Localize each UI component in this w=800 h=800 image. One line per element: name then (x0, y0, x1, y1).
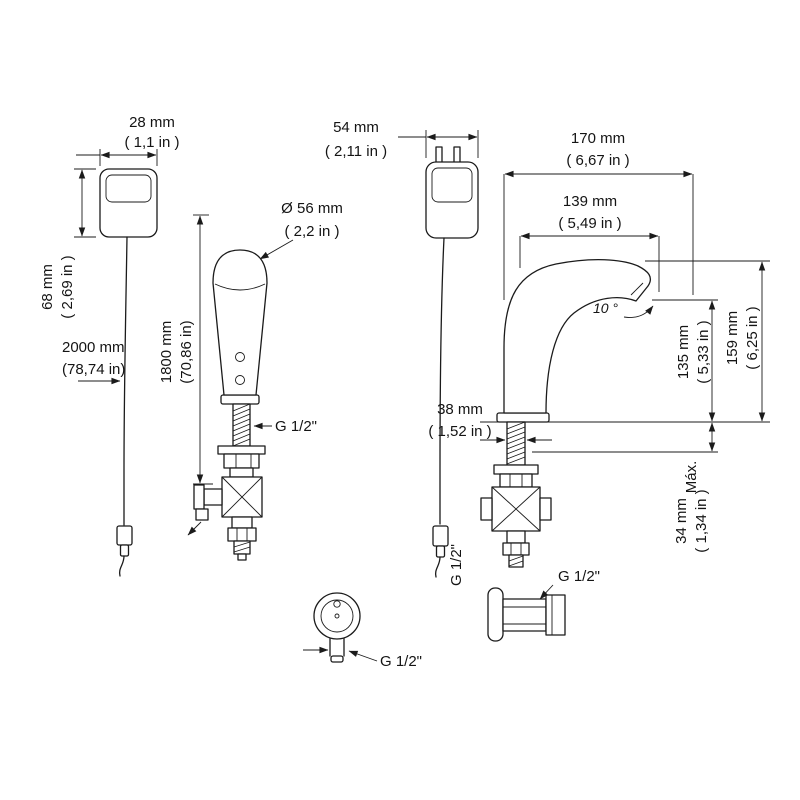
sensor-window-icon (235, 352, 245, 362)
right-faucet-side-view (496, 259, 652, 423)
aerator-icon (630, 282, 644, 296)
left-thread-label: G 1/2" (253, 418, 317, 435)
right-mounting-hardware (493, 464, 539, 488)
dim-34mm-value: 34 mm (673, 498, 690, 544)
dim-68mm-inches: ( 2,69 in ) (59, 255, 76, 318)
dim-28mm: 28 mm ( 1,1 in ) (76, 114, 180, 166)
dim-54mm-inches: ( 2,11 in ) (325, 143, 387, 160)
dim-68mm-value: 68 mm (39, 264, 56, 310)
right-solenoid-valve (480, 486, 552, 568)
dim-139mm-inches: ( 5,49 in ) (558, 215, 621, 232)
left-faucet-front-view (212, 249, 268, 405)
left-power-cable (116, 236, 133, 577)
left-thread-text: G 1/2" (275, 418, 317, 435)
base-thread-text: G 1/2" (380, 653, 422, 670)
dim-1800mm: 1800 mm (70,86 in) (158, 214, 213, 485)
right-power-adapter (425, 146, 479, 239)
dim-135mm-inches: ( 5,33 in ) (695, 320, 712, 383)
dim-28mm-value: 28 mm (129, 114, 175, 131)
inlet-thread-text: G 1/2" (448, 544, 465, 586)
angle-10deg: 10 ° (593, 300, 654, 318)
base-top-view (313, 592, 361, 663)
left-mounting-hardware (217, 445, 266, 478)
elbow-thread-label: G 1/2" (539, 568, 600, 600)
base-thread-label: G 1/2" (303, 646, 422, 670)
dim-159mm-value: 159 mm (724, 311, 741, 365)
right-power-cable (432, 237, 449, 578)
dim-135mm-value: 135 mm (675, 325, 692, 379)
left-power-adapter (99, 168, 158, 238)
dim-2000mm: 2000 mm (78,74 in) (62, 339, 125, 385)
wall-elbow-fitting (487, 587, 566, 642)
inlet-thread-label: G 1/2" (448, 544, 465, 586)
dim-1800mm-inches: (70,86 in) (178, 320, 195, 383)
dim-34mm-inches: ( 1,34 in ) (693, 489, 710, 552)
left-solenoid-valve (187, 476, 263, 561)
dim-170mm: 170 mm ( 6,67 in ) (503, 130, 694, 300)
flow-direction-arrow (187, 521, 202, 536)
dim-2000mm-inches: (78,74 in) (62, 361, 125, 378)
sensor-dot-icon (333, 600, 341, 608)
dim-139mm-value: 139 mm (563, 193, 617, 210)
left-thread-shank (232, 403, 251, 447)
elbow-thread-text: G 1/2" (558, 568, 600, 585)
right-thread-shank (506, 421, 526, 466)
dim-170mm-inches: ( 6,67 in ) (566, 152, 629, 169)
dim-159mm-inches: ( 6,25 in ) (744, 306, 761, 369)
dim-170mm-value: 170 mm (571, 130, 625, 147)
dim-1800mm-value: 1800 mm (158, 321, 175, 384)
dim-68mm: 68 mm ( 2,69 in ) (39, 168, 96, 319)
angle-10deg-value: 10 ° (593, 300, 618, 316)
dim-56mm-diameter: Ø 56 mm ( 2,2 in ) (259, 200, 343, 260)
dim-54mm: 54 mm ( 2,11 in ) (325, 119, 479, 160)
dim-28mm-inches: ( 1,1 in ) (124, 134, 179, 151)
led-indicator-icon (235, 375, 245, 385)
dim-38mm-inches: ( 1,52 in ) (428, 423, 491, 440)
dim-54mm-value: 54 mm (333, 119, 379, 136)
dim-139mm: 139 mm ( 5,49 in ) (519, 193, 660, 292)
dim-135mm: 135 mm ( 5,33 in ) (675, 300, 716, 422)
dim-159mm: 159 mm ( 6,25 in ) (724, 261, 766, 422)
dim-34mm-max: Máx. 34 mm ( 1,34 in ) (673, 422, 716, 553)
dim-56mm-inches: ( 2,2 in ) (284, 223, 339, 240)
dim-2000mm-value: 2000 mm (62, 339, 125, 356)
dim-56mm-value: Ø 56 mm (281, 200, 343, 217)
dim-34mm-max-label: Máx. (683, 461, 700, 494)
dim-38mm: 38 mm ( 1,52 in ) (428, 401, 552, 444)
dim-38mm-value: 38 mm (437, 401, 483, 418)
